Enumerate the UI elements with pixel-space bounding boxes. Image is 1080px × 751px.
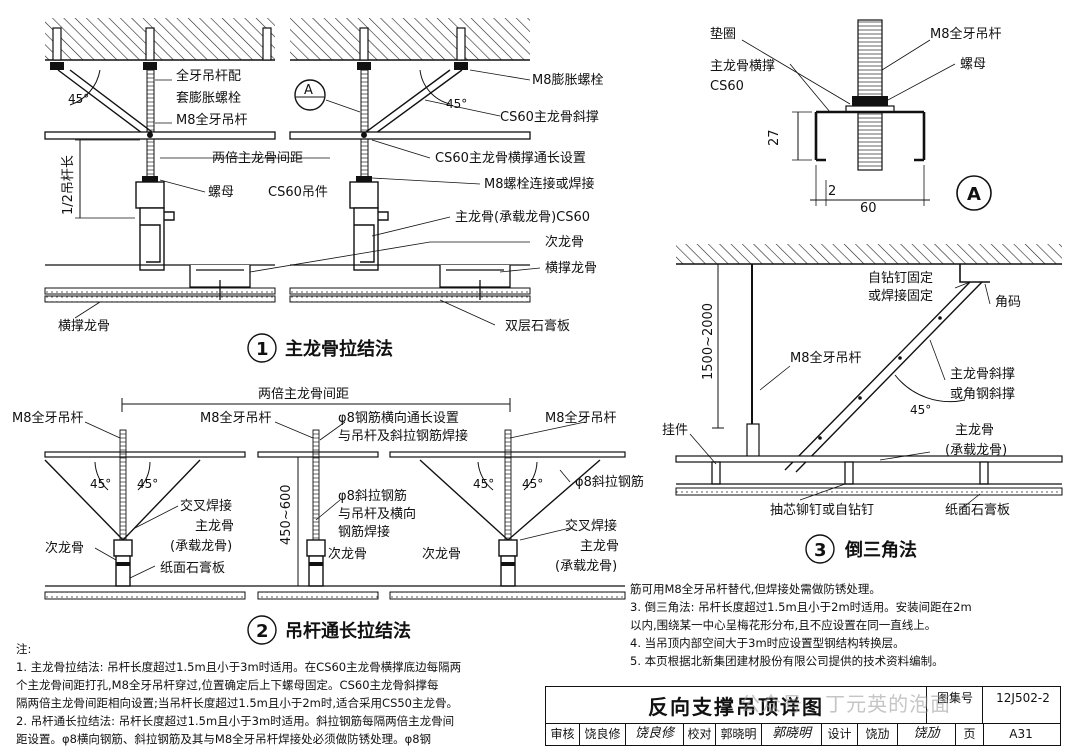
svg-text:CS60主龙骨横撑通长设置: CS60主龙骨横撑通长设置 [435,151,586,166]
svg-text:2: 2 [256,621,269,642]
svg-text:自钻钉固定: 自钻钉固定 [868,271,933,286]
page-number: A31 [1009,727,1033,741]
svg-text:CS60吊件: CS60吊件 [268,185,328,200]
svg-text:两倍主龙骨间距: 两倍主龙骨间距 [258,387,349,402]
svg-text:M8全牙吊杆: M8全牙吊杆 [12,410,84,426]
threaded-rod [146,69,155,183]
svg-text:1500~2000: 1500~2000 [701,303,716,380]
drawing-title: 反向支撑吊顶详图 [648,695,824,719]
svg-text:纸面石膏板: 纸面石膏板 [945,502,1010,518]
svg-text:角码: 角码 [995,295,1021,310]
designer-signature: 饶劢 [898,723,956,745]
detail-a: 27 2 60 垫圈 主龙骨横撑 CS60 M8全牙吊杆 螺母 A [710,19,1002,216]
diagram-3: 45° 1500~2000 自钻钉固定 或焊接固定 角码 M8全牙吊杆 主龙骨斜… [662,244,1063,564]
svg-text:主龙骨: 主龙骨 [580,539,619,554]
atlas-label: 图集号 [926,687,983,723]
half-rod-length-label: 1/2吊杆长 [61,155,76,215]
svg-text:双层石膏板: 双层石膏板 [505,318,570,334]
svg-text:交叉焊接: 交叉焊接 [565,518,617,534]
svg-text:套膨胀螺栓: 套膨胀螺栓 [176,90,241,106]
svg-text:CS60主龙骨斜撑: CS60主龙骨斜撑 [500,110,599,125]
concrete-slab-right [290,18,530,60]
diagram-3-caption: 倒三角法 [844,539,917,561]
diagram-1: 45° 45° [44,18,604,363]
svg-text:φ8钢筋横向通长设置: φ8钢筋横向通长设置 [338,410,459,426]
svg-text:3: 3 [814,540,827,561]
svg-text:60: 60 [860,201,877,216]
svg-text:45°: 45° [90,477,111,491]
concrete-slab-left [45,18,275,60]
svg-text:450~600: 450~600 [279,484,294,545]
svg-text:主龙骨横撑: 主龙骨横撑 [710,59,775,74]
svg-text:次龙骨: 次龙骨 [328,546,367,562]
svg-text:A: A [304,83,313,98]
svg-text:主龙骨(承载龙骨)CS60: 主龙骨(承载龙骨)CS60 [455,210,590,225]
svg-text:与吊杆及横向: 与吊杆及横向 [338,506,416,522]
angle-label: 45° [446,97,467,111]
svg-text:全牙吊杆配: 全牙吊杆配 [176,68,241,84]
svg-text:(承载龙骨): (承载龙骨) [945,443,1007,458]
svg-text:45°: 45° [137,477,158,491]
svg-text:抽芯铆钉或自钻钉: 抽芯铆钉或自钻钉 [770,503,874,518]
diagram-1-caption: 主龙骨拉结法 [285,338,393,360]
atlas-code: 12J502-2 [982,687,1063,723]
svg-text:挂件: 挂件 [662,423,688,438]
svg-text:垫圈: 垫圈 [710,26,736,42]
diagram-2-caption: 吊杆通长拉结法 [285,620,411,642]
svg-text:或焊接固定: 或焊接固定 [868,288,933,304]
svg-text:45°: 45° [910,403,931,417]
svg-text:横撑龙骨: 横撑龙骨 [545,261,597,276]
svg-text:螺母: 螺母 [960,57,986,72]
svg-text:1: 1 [256,339,269,360]
svg-text:M8全牙吊杆: M8全牙吊杆 [176,112,248,128]
svg-text:两倍主龙骨间距: 两倍主龙骨间距 [212,151,303,166]
svg-text:螺母: 螺母 [208,185,234,200]
svg-text:或角钢斜撑: 或角钢斜撑 [950,387,1015,402]
svg-text:45°: 45° [522,477,543,491]
svg-text:主龙骨斜撑: 主龙骨斜撑 [950,367,1015,382]
svg-text:27: 27 [767,129,782,146]
title-block: 反向支撑吊顶详图 图集号 12J502-2 审核 饶良修 饶良修 校对 郭晓明 … [545,686,1061,746]
svg-text:主龙骨: 主龙骨 [955,423,994,438]
svg-text:2: 2 [828,184,836,199]
notes-left: 注: 1. 主龙骨拉结法: 吊杆长度超过1.5m且小于3m时适用。在CS60主龙… [16,642,462,746]
svg-text:次龙骨: 次龙骨 [545,234,584,250]
svg-text:M8螺栓连接或焊接: M8螺栓连接或焊接 [484,176,595,192]
diagram-2: 两倍主龙骨间距 45° 45° 45° 45° [12,387,644,645]
detail-a-marker [956,175,992,211]
caption-number-circle [247,333,277,363]
svg-text:A: A [967,184,981,205]
detail-marker-a [294,79,326,111]
threaded-rod [360,69,369,183]
notes-right: 筋可用M8全牙吊杆替代,但焊接处需做防锈处理。 3. 倒三角法: 吊杆长度超过1… [630,582,972,668]
svg-text:次龙骨: 次龙骨 [45,540,84,556]
reviewer-signature: 饶良修 [626,723,684,745]
svg-text:次龙骨: 次龙骨 [422,546,461,562]
gypsum-board-left [44,287,276,303]
checker-signature: 郭晓明 [762,723,822,745]
svg-text:CS60: CS60 [710,79,744,94]
angle-label: 45° [68,92,89,106]
gypsum-board-right [289,287,531,303]
watermark: 公众号 · 丁元英的泡面 [740,692,952,716]
svg-text:φ8斜拉钢筋: φ8斜拉钢筋 [338,488,407,504]
svg-text:M8全牙吊杆: M8全牙吊杆 [930,26,1002,42]
svg-text:横撑龙骨: 横撑龙骨 [58,319,110,334]
svg-text:与吊杆及斜拉钢筋焊接: 与吊杆及斜拉钢筋焊接 [338,428,468,444]
svg-text:纸面石膏板: 纸面石膏板 [160,560,225,576]
svg-text:主龙骨: 主龙骨 [195,519,234,534]
svg-text:M8膨胀螺栓: M8膨胀螺栓 [532,73,604,88]
svg-text:φ8斜拉钢筋: φ8斜拉钢筋 [575,474,644,490]
svg-text:M8全牙吊杆: M8全牙吊杆 [200,410,272,426]
svg-text:45°: 45° [473,477,494,491]
svg-text:交叉焊接: 交叉焊接 [180,498,232,514]
svg-text:M8全牙吊杆: M8全牙吊杆 [545,410,617,426]
svg-text:M8全牙吊杆: M8全牙吊杆 [790,350,862,366]
svg-text:钢筋焊接: 钢筋焊接 [338,524,390,540]
svg-text:(承载龙骨): (承载龙骨) [555,559,617,574]
svg-text:(承载龙骨): (承载龙骨) [170,539,232,554]
